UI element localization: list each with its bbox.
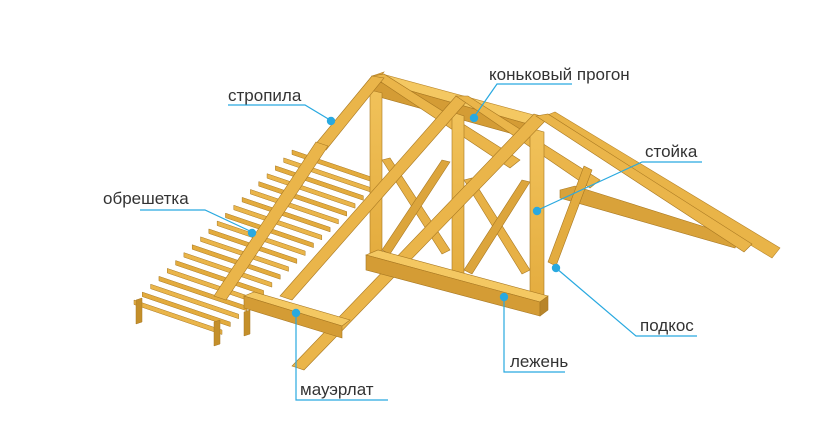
label-sheathing: обрешетка bbox=[103, 189, 189, 208]
label-wall-plate: мауэрлат bbox=[300, 380, 374, 399]
sheathing-batten bbox=[142, 291, 231, 327]
leader-lines bbox=[140, 83, 702, 401]
sheathing-marker bbox=[247, 228, 257, 238]
strut-marker bbox=[551, 263, 561, 273]
sheathing-batten bbox=[133, 299, 223, 335]
rafter-3-right bbox=[535, 113, 753, 253]
label-sill-beam: лежень bbox=[510, 352, 568, 371]
label-rafters: стропила bbox=[228, 86, 302, 105]
sheathing-batten bbox=[150, 283, 239, 320]
strut-3 bbox=[547, 165, 593, 267]
sill-beam-marker bbox=[499, 292, 509, 302]
label-ridge-purlin: коньковый прогон bbox=[489, 65, 630, 84]
sheathing-batten bbox=[233, 204, 323, 241]
post-1 bbox=[369, 89, 383, 263]
batten-end-post bbox=[135, 297, 143, 325]
wall-plate-marker bbox=[291, 308, 301, 318]
truss-frames bbox=[213, 73, 753, 371]
ridge-purlin-marker bbox=[469, 113, 479, 123]
brace-2b bbox=[463, 179, 531, 275]
sheathing-batten bbox=[241, 197, 331, 233]
sheathing-batten bbox=[258, 181, 347, 217]
rafter-2-right bbox=[455, 95, 601, 189]
labels: стропила коньковый прогон обрешетка стой… bbox=[103, 65, 698, 399]
sill-beam bbox=[365, 249, 549, 317]
rafters-marker bbox=[326, 116, 336, 126]
label-post: стойка bbox=[645, 142, 698, 161]
post-marker bbox=[532, 206, 542, 216]
label-strut: подкос bbox=[640, 316, 694, 335]
batten-end-post bbox=[213, 319, 221, 347]
batten-end-post bbox=[243, 309, 251, 337]
post-3 bbox=[529, 127, 545, 313]
sheathing-batten bbox=[250, 189, 339, 225]
rafter-1-left-lower bbox=[213, 141, 329, 301]
